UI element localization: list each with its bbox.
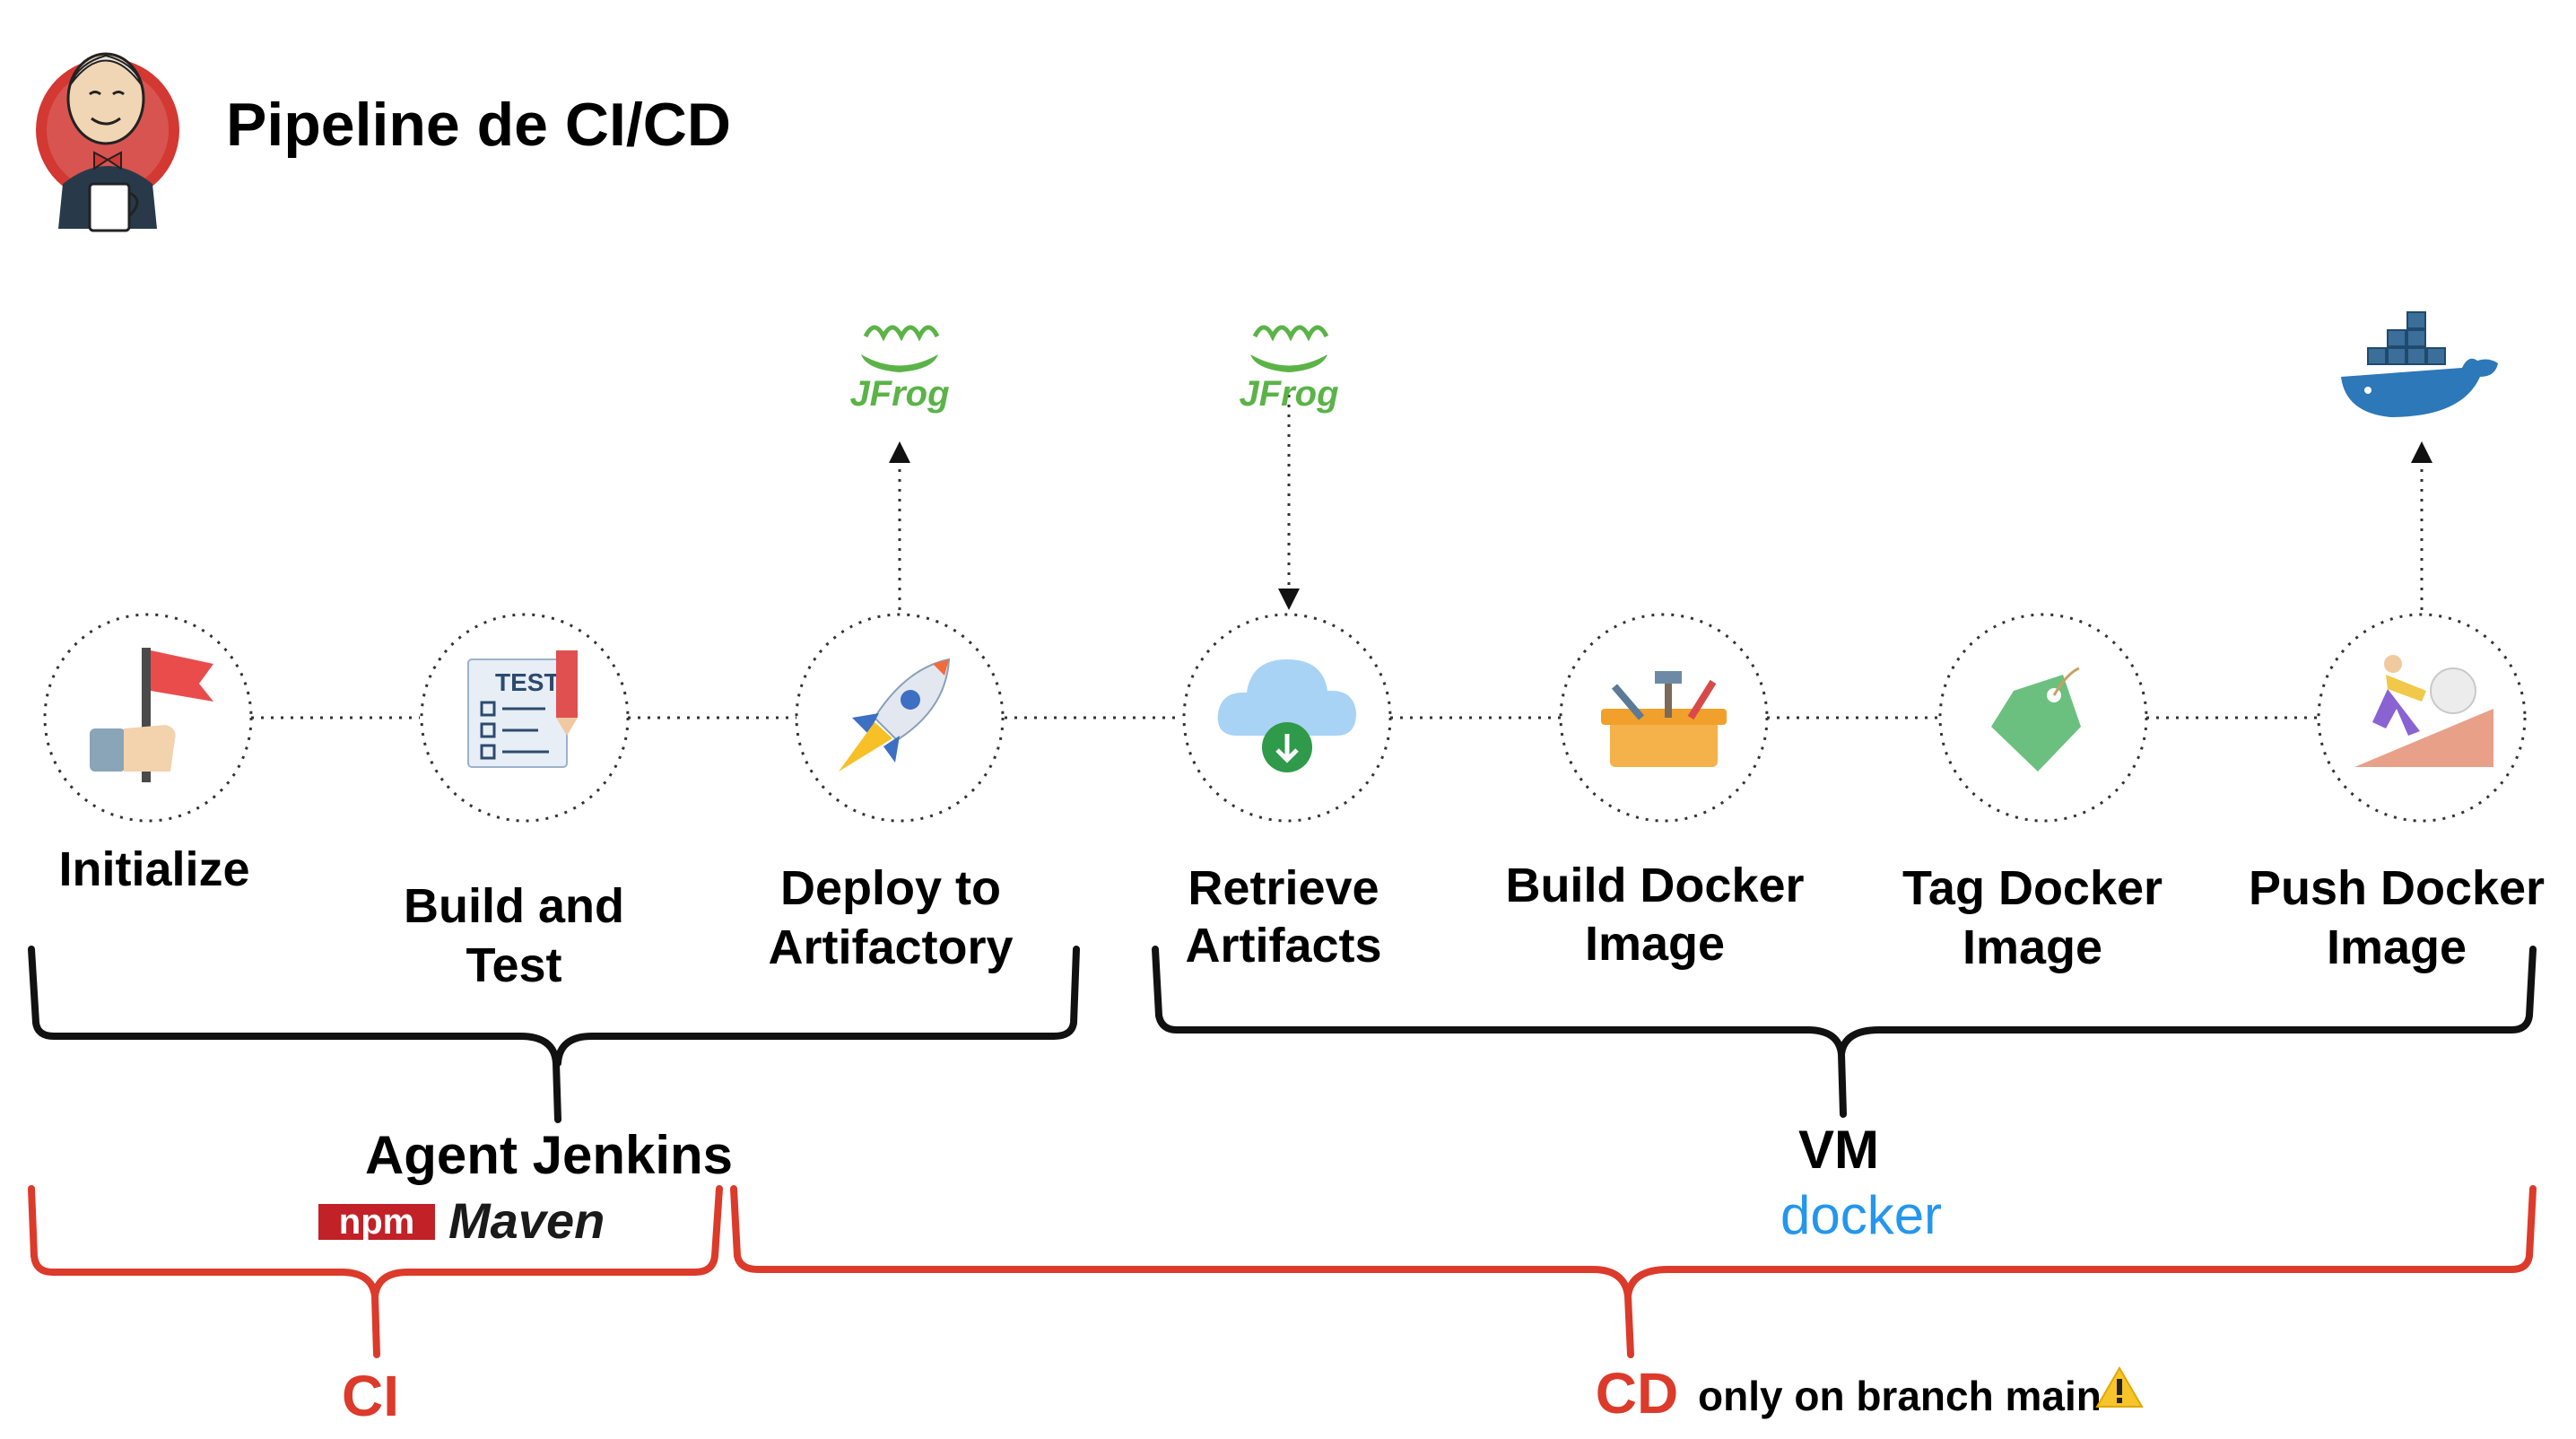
stage-label-build-docker-line1: Build Docker (1505, 859, 1804, 912)
stage-connectors (251, 395, 2424, 720)
test-checklist-icon: TEST (467, 650, 578, 768)
cd-note: only on branch main (1698, 1373, 2102, 1419)
group-label-agent: Agent Jenkins (365, 1125, 733, 1185)
tag-icon (1991, 667, 2081, 772)
phase-braces (28, 1185, 2537, 1358)
phase-label-cd: CD (1596, 1361, 1678, 1426)
docker-whale-icon (2341, 311, 2498, 417)
group-label-vm: VM (1798, 1120, 1879, 1180)
page-title: Pipeline de CI/CD (226, 91, 731, 159)
ci-brace (28, 1185, 723, 1358)
arrow-up-icon (889, 441, 910, 463)
jfrog-logo-upload: JFrog (849, 325, 950, 414)
arrow-up-icon (2411, 441, 2432, 463)
stage-labels: Initialize Build and Test Deploy to Arti… (58, 842, 2545, 992)
group-braces (28, 946, 2537, 1123)
stage-label-tag-docker-line1: Tag Docker (1902, 861, 2163, 915)
agent-brace (28, 946, 1080, 1123)
phase-label-ci: CI (342, 1364, 399, 1428)
vm-brace (1152, 946, 2537, 1118)
stage-circle (2317, 613, 2527, 823)
toolbox-icon (1601, 671, 1727, 767)
stage-label-deploy-line1: Deploy to (780, 861, 1001, 915)
arrow-down-icon (1278, 589, 1300, 610)
stage-label-retrieve-line1: Retrieve (1188, 861, 1379, 915)
warning-icon (2095, 1366, 2144, 1408)
arrow-heads (889, 441, 2432, 610)
rocket-icon (839, 658, 951, 772)
jfrog-label: JFrog (849, 374, 949, 414)
stage-label-retrieve-line2: Artifacts (1185, 919, 1381, 972)
cloud-download-icon (1217, 659, 1356, 772)
jfrog-label: JFrog (1239, 374, 1338, 414)
stage-label-build-docker-line2: Image (1585, 917, 1725, 971)
npm-label: npm (339, 1202, 414, 1242)
flag-icon (90, 648, 213, 782)
stage-label-tag-docker-line2: Image (1962, 920, 2102, 974)
jenkins-logo-icon (36, 52, 179, 232)
climber-icon (2354, 655, 2493, 767)
stage-label-build-test-line1: Build and (404, 879, 624, 933)
cd-brace (730, 1185, 2537, 1358)
jfrog-logo-download: JFrog (1239, 325, 1339, 414)
stage-label-build-test-line2: Test (466, 938, 561, 992)
maven-logo: Maven (448, 1192, 605, 1249)
svg-text:TEST: TEST (495, 668, 560, 696)
npm-logo: npm (318, 1202, 435, 1242)
stage-label-push-docker-line2: Image (2327, 920, 2467, 974)
stage-label-deploy-line2: Artifactory (768, 920, 1013, 974)
stage-label-initialize: Initialize (58, 842, 249, 896)
stage-label-push-docker-line1: Push Docker (2249, 861, 2545, 915)
docker-logo: docker (1780, 1185, 1942, 1245)
